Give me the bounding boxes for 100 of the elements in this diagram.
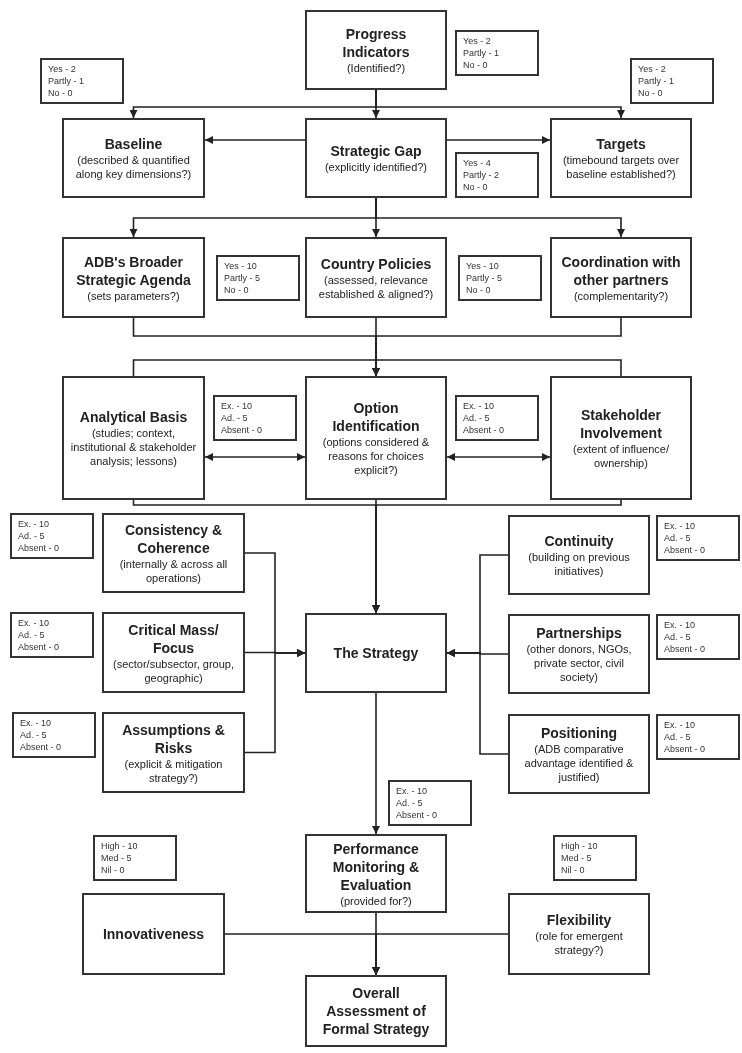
score-line: No - 0 [48, 87, 74, 99]
box-title: Overall Assessment of Formal Strategy [321, 984, 431, 1038]
score-line: Absent - 0 [221, 424, 264, 436]
box-subtitle: (explicitly identified?) [324, 160, 428, 174]
process-box [62, 376, 205, 500]
score-line: Ex. - 10 [20, 717, 52, 729]
arrow [446, 649, 509, 755]
score-box [455, 395, 539, 441]
box-subtitle: (assessed, relevance established & aligned?) [317, 272, 435, 301]
box-subtitle: (options considered & reasons for choices explicit?) [321, 435, 431, 477]
score-line: Ad. - 5 [20, 729, 48, 741]
score-box [216, 255, 300, 301]
arrow [446, 136, 551, 144]
arrow [372, 933, 509, 976]
score-line: Absent - 0 [664, 643, 707, 655]
process-box [62, 237, 205, 318]
box-subtitle: (ADB comparative advantage identified & justified) [523, 742, 635, 784]
score-box [656, 515, 740, 561]
process-box [508, 614, 650, 694]
score-line: Ad. - 5 [664, 731, 692, 743]
box-title: Performance Monitoring & Evaluation [331, 839, 421, 894]
box-title: Strategic Gap [330, 142, 422, 160]
score-line: Med - 5 [561, 852, 593, 864]
box-title: Stakeholder Involvement [579, 406, 663, 442]
score-box [10, 513, 94, 559]
score-line: Ad. - 5 [463, 412, 491, 424]
score-line: Ex. - 10 [664, 619, 696, 631]
process-box [508, 714, 650, 794]
score-line: Nil - 0 [101, 864, 126, 876]
score-box [630, 58, 714, 104]
box-subtitle: (role for emergent strategy?) [534, 929, 624, 957]
score-line: Med - 5 [101, 852, 133, 864]
score-line: Ad. - 5 [18, 530, 46, 542]
box-title: Coordination with other partners [560, 252, 682, 289]
process-box [508, 893, 650, 975]
box-title: Assumptions & Risks [121, 720, 226, 757]
score-line: No - 0 [224, 284, 250, 296]
score-line: Nil - 0 [561, 864, 586, 876]
score-line: Absent - 0 [396, 809, 439, 821]
process-box [62, 118, 205, 198]
score-line: Partly - 5 [466, 272, 503, 284]
score-line: High - 10 [101, 840, 139, 852]
score-line: Partly - 1 [48, 75, 85, 87]
score-line: Absent - 0 [664, 743, 707, 755]
box-title: Baseline [104, 135, 163, 153]
process-box [305, 834, 447, 913]
score-box [458, 255, 542, 301]
process-box [305, 376, 447, 500]
box-subtitle: (described & quantified along key dimensions?) [74, 153, 193, 181]
box-subtitle: (explicit & mitigation strategy?) [123, 756, 224, 785]
score-box [656, 714, 740, 760]
score-line: Absent - 0 [18, 641, 61, 653]
score-line: Ex. - 10 [664, 719, 696, 731]
score-box [388, 780, 472, 826]
score-box [213, 395, 297, 441]
process-box [550, 118, 692, 198]
box-title: Innovativeness [102, 925, 205, 943]
score-box [10, 612, 94, 658]
box-subtitle: (sector/subsector, group, geographic) [111, 656, 236, 685]
score-line: No - 0 [463, 59, 489, 71]
score-line: Absent - 0 [18, 542, 61, 554]
arrow [372, 692, 380, 835]
process-box [305, 975, 447, 1047]
score-box [553, 835, 637, 881]
score-line: Yes - 10 [466, 260, 500, 272]
box-subtitle: (other donors, NGOs, private sector, civil society) [525, 642, 633, 684]
connector-line [132, 359, 622, 377]
score-line: Ex. - 10 [221, 400, 253, 412]
score-line: Yes - 10 [224, 260, 258, 272]
box-title: Progress Indicators [341, 25, 411, 61]
box-subtitle: (extent of influence/ ownership) [572, 442, 670, 470]
box-title: Continuity [544, 532, 614, 550]
score-line: Partly - 5 [224, 272, 261, 284]
score-line: Ex. - 10 [18, 617, 50, 629]
score-line: No - 0 [638, 87, 664, 99]
process-box [102, 513, 245, 593]
box-subtitle: (Identified?) [346, 61, 406, 75]
score-line: High - 10 [561, 840, 599, 852]
score-line: No - 0 [466, 284, 492, 296]
score-box [40, 58, 124, 104]
box-title: Analytical Basis [79, 408, 188, 426]
box-subtitle: (timebound targets over baseline established?) [561, 153, 681, 181]
score-box [12, 712, 96, 758]
box-title: The Strategy [333, 644, 419, 662]
score-line: Absent - 0 [463, 424, 506, 436]
box-subtitle: (complementarity?) [573, 288, 669, 303]
arrow [204, 453, 306, 461]
score-line: Yes - 2 [638, 63, 667, 75]
box-subtitle: (sets parameters?) [87, 288, 180, 303]
process-box [102, 712, 245, 793]
process-box [550, 376, 692, 500]
process-box [82, 893, 225, 975]
score-box [455, 152, 539, 198]
box-title: Country Policies [320, 254, 432, 273]
box-title: Positioning [540, 724, 618, 742]
score-line: No - 0 [463, 181, 489, 193]
box-title: Partnerships [536, 624, 622, 642]
process-box [305, 613, 447, 693]
score-line: Ad. - 5 [221, 412, 249, 424]
arrow [375, 197, 625, 238]
